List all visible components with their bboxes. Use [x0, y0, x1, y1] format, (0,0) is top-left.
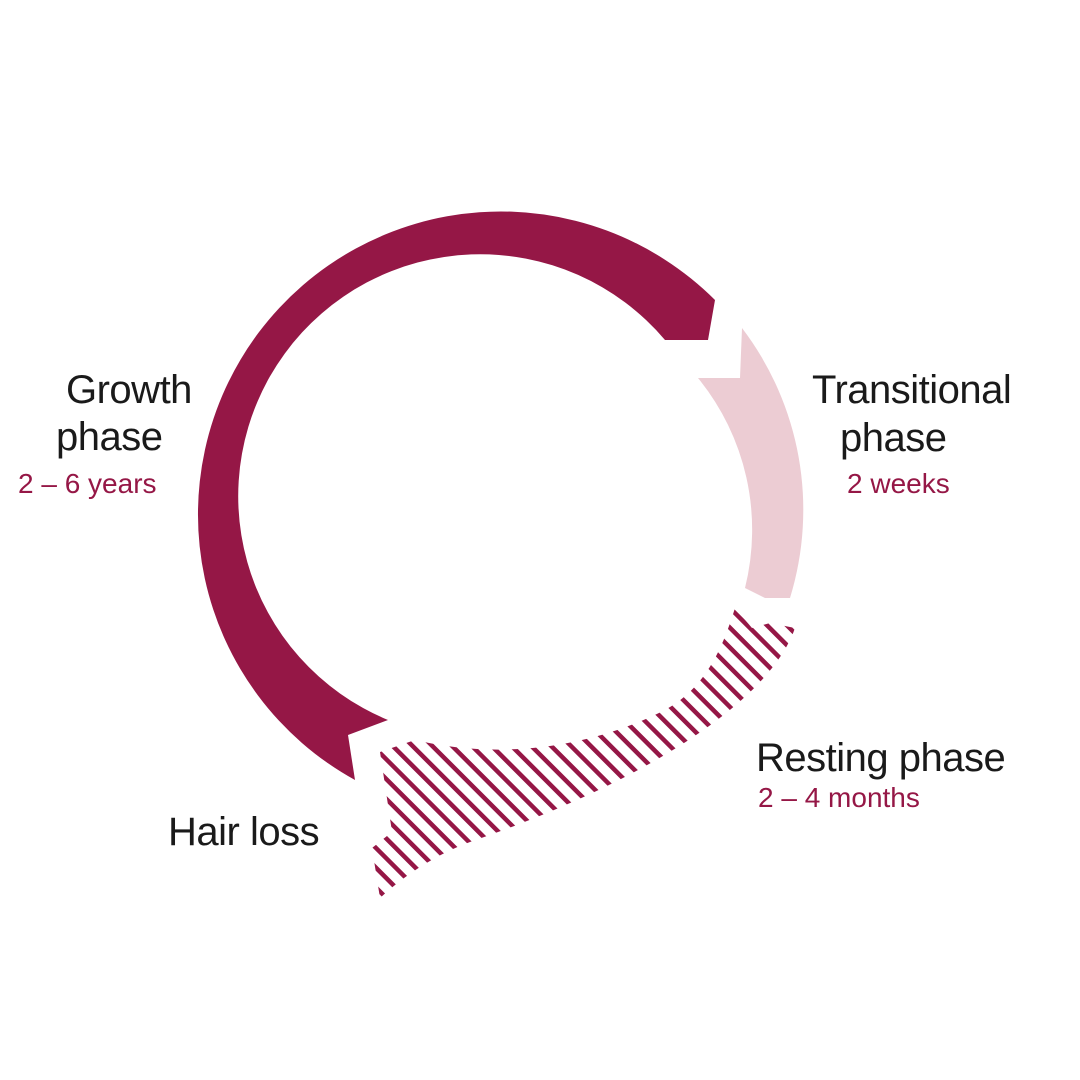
hair-loss-label: Hair loss [168, 810, 320, 854]
transitional-phase-title-line2: phase [840, 416, 947, 460]
transitional-phase-title-line1: Transitional [812, 368, 1012, 412]
resting-phase-title: Resting phase [756, 736, 1006, 780]
transitional-phase-arc [698, 328, 804, 598]
transitional-phase-duration: 2 weeks [847, 468, 950, 499]
resting-phase-duration: 2 – 4 months [758, 782, 920, 813]
growth-phase-duration: 2 – 6 years [18, 468, 157, 499]
resting-phase-arc [372, 608, 795, 898]
growth-phase-arc [197, 211, 715, 780]
growth-phase-title-line2: phase [56, 415, 163, 459]
growth-phase-title-line1: Growth [66, 368, 192, 412]
